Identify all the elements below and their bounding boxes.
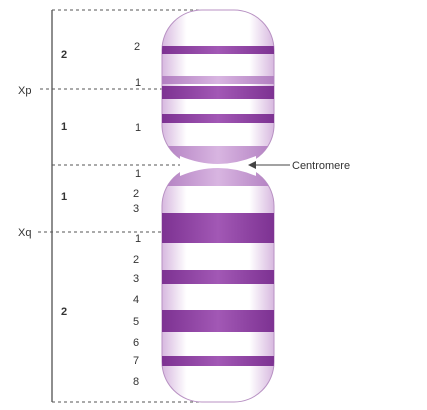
- band-label-q1-2: 2: [133, 188, 139, 200]
- band-label-p2-1: 2: [134, 41, 140, 53]
- band-p1-b: [162, 114, 274, 123]
- q-arm: [162, 166, 274, 402]
- band-q1-q2: [162, 213, 274, 243]
- centromere-label: Centromere: [292, 160, 350, 172]
- band-q1-a: [162, 166, 274, 186]
- band-q2-7: [162, 356, 274, 366]
- band-q2-5: [162, 310, 274, 332]
- band-q2-3: [162, 270, 274, 284]
- band-p2-b: [162, 76, 274, 84]
- band-label-q2-3: 3: [133, 273, 139, 285]
- p-arm: [162, 10, 274, 165]
- band-label-q2-6: 6: [133, 337, 139, 349]
- band-label-p1-1b: 1: [135, 122, 141, 134]
- region-label-q2: 2: [61, 306, 67, 318]
- region-label-q1: 1: [61, 191, 67, 203]
- band-label-p1-1: 1: [135, 77, 141, 89]
- band-label-q2-5: 5: [133, 316, 139, 328]
- region-label-p1: 1: [61, 121, 67, 133]
- band-p2-a: [162, 46, 274, 54]
- band-p1-a: [162, 86, 274, 99]
- band-label-q1-3: 3: [133, 203, 139, 215]
- region-label-p2: 2: [61, 49, 67, 61]
- band-label-q1-1: 1: [135, 168, 141, 180]
- band-label-q2-8: 8: [133, 376, 139, 388]
- arm-label-p: Xp: [18, 85, 31, 97]
- arm-label-q: Xq: [18, 227, 31, 239]
- band-label-q2-1: 1: [135, 233, 141, 245]
- band-label-q2-2: 2: [133, 254, 139, 266]
- band-label-q2-7: 7: [133, 355, 139, 367]
- band-p-centromere: [162, 146, 274, 165]
- band-label-q2-4: 4: [133, 294, 139, 306]
